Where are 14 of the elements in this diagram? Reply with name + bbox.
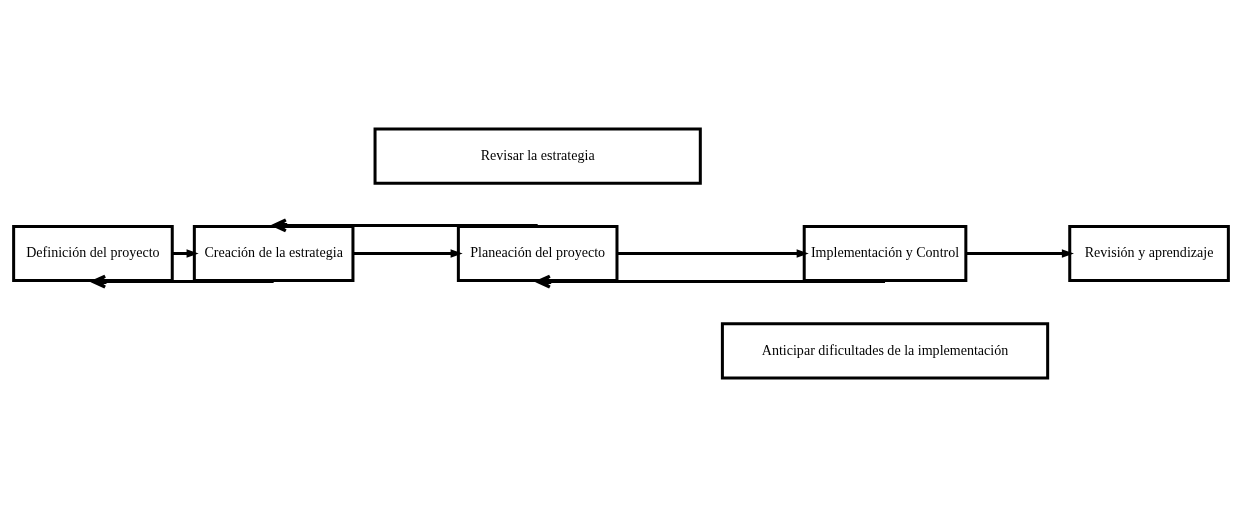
node-box: Revisión y aprendizaje [1068,224,1230,282]
node-box: Anticipar dificultades de la implementación [720,321,1050,379]
arrow [272,217,538,232]
arrow [617,248,809,258]
arrow [172,248,199,258]
arrow [536,274,886,289]
node-box: Revisar la estrategia [373,127,702,185]
node-box: Implementación y Control [802,224,968,282]
node-box: Definición del proyecto [12,224,174,282]
arrow [966,248,1074,258]
arrow [353,248,463,258]
node-box: Planeación del proyecto [456,224,619,282]
node-box: Creación de la estrategia [192,224,355,282]
arrow [91,274,274,289]
